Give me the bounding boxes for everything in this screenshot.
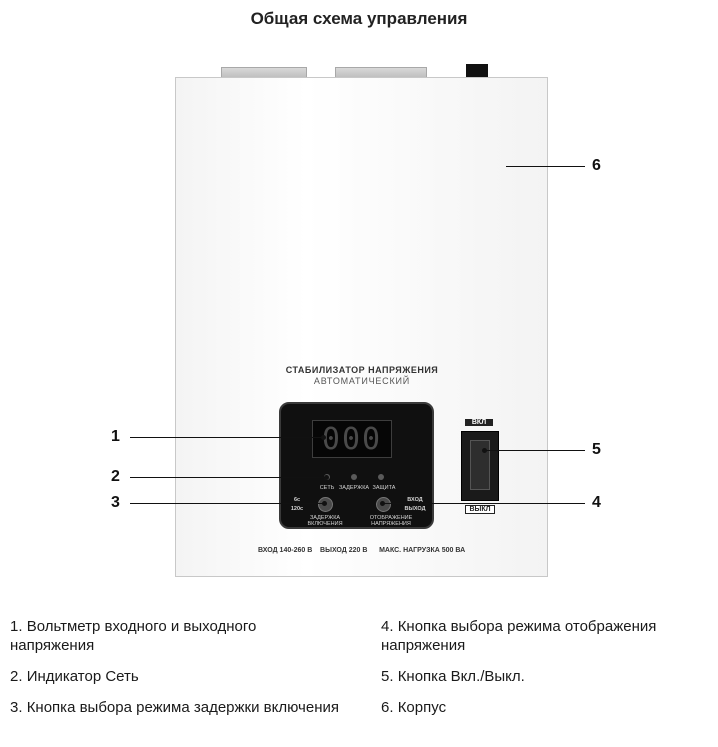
- label-network: СЕТЬ: [319, 485, 335, 491]
- legend-number: 2.: [10, 668, 23, 685]
- callout-line-6: [506, 166, 585, 167]
- legend-text: Корпус: [397, 699, 447, 716]
- brand-line-2: АВТОМАТИЧЕСКИЙ: [313, 376, 411, 386]
- callout-number-5: 5: [592, 441, 601, 458]
- callout-line-1: [130, 437, 324, 438]
- display-option-output: ВЫХОД: [404, 506, 426, 512]
- legend-item-3: 3. Кнопка выбора режима задержки включен…: [10, 698, 340, 717]
- callout-dot-5: [482, 448, 487, 453]
- callout-line-2: [130, 477, 326, 478]
- top-terminal-left: [221, 67, 307, 78]
- top-terminal-right: [335, 67, 427, 78]
- legend-item-2: 2. Индикатор Сеть: [10, 667, 340, 686]
- diagram-title: Общая схема управления: [250, 9, 468, 28]
- legend-text: Вольтметр входного и выходного напряжени…: [10, 618, 257, 654]
- delay-option-6s: 6с: [293, 497, 301, 503]
- brand-line-1: СТАБИЛИЗАТОР НАПРЯЖЕНИЯ: [285, 365, 439, 375]
- callout-number-4: 4: [592, 494, 601, 511]
- delay-option-120s: 120с: [290, 506, 304, 512]
- legend-item-5: 5. Кнопка Вкл./Выкл.: [381, 667, 711, 686]
- spec-input: ВХОД 140-260 В: [258, 547, 313, 554]
- switch-off-label: ВЫКЛ: [465, 505, 495, 514]
- legend-text: Кнопка Вкл./Выкл.: [397, 668, 525, 685]
- legend-text: Кнопка выбора режима отображения напряже…: [381, 618, 657, 654]
- callout-number-1: 1: [111, 428, 120, 445]
- legend-number: 4.: [381, 618, 394, 635]
- callout-line-3: [130, 503, 324, 504]
- legend-number: 1.: [10, 618, 23, 635]
- power-switch[interactable]: [470, 440, 490, 490]
- label-delay: ЗАДЕРЖКА: [338, 485, 370, 491]
- callout-line-4: [382, 503, 585, 504]
- legend-item-4: 4. Кнопка выбора режима отображения напр…: [381, 617, 711, 655]
- callout-number-6: 6: [592, 157, 601, 174]
- spec-output: ВЫХОД 220 В: [320, 547, 368, 554]
- callout-number-2: 2: [111, 468, 120, 485]
- legend-item-6: 6. Корпус: [381, 698, 711, 717]
- display-button-label: ОТОБРАЖЕНИЕ НАПРЯЖЕНИЯ: [369, 515, 413, 527]
- spec-max-load: МАКС. НАГРУЗКА 500 ВА: [379, 547, 466, 554]
- switch-on-label: ВКЛ: [465, 419, 493, 426]
- legend-item-1: 1. Вольтметр входного и выходного напряж…: [10, 617, 340, 655]
- legend-number: 3.: [10, 699, 23, 716]
- legend-number: 5.: [381, 668, 394, 685]
- callout-dot-2: [324, 475, 329, 480]
- callout-dot-4: [380, 501, 385, 506]
- device-specs: ВХОД 140-260 В ВЫХОД 220 В МАКС. НАГРУЗК…: [258, 547, 465, 554]
- callout-dot-1: [321, 435, 326, 440]
- legend-number: 6.: [381, 699, 394, 716]
- delay-button-label: ЗАДЕРЖКА ВКЛЮЧЕНИЯ: [307, 515, 343, 527]
- callout-line-5: [484, 450, 585, 451]
- legend-text: Кнопка выбора режима задержки включения: [26, 699, 339, 716]
- label-protection: ЗАЩИТА: [372, 485, 396, 491]
- top-fuse: [466, 64, 488, 77]
- callout-number-3: 3: [111, 494, 120, 511]
- legend-text: Индикатор Сеть: [26, 668, 139, 685]
- led-protection: [378, 474, 384, 480]
- led-delay: [351, 474, 357, 480]
- callout-dot-3: [322, 501, 327, 506]
- display-option-input: ВХОД: [407, 497, 423, 503]
